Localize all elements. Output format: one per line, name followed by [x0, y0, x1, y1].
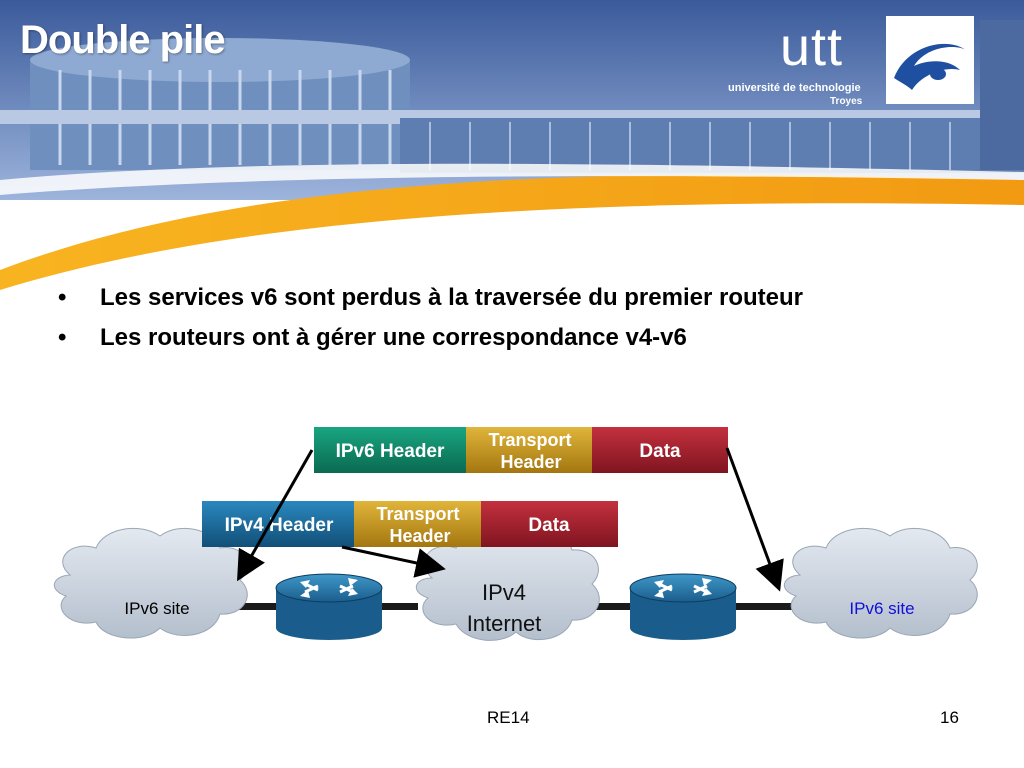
ipv4-internet-cloud: IPv4 Internet [416, 528, 600, 641]
ipv4-header-label: IPv4 Header [225, 515, 334, 536]
right-ipv6-site-cloud: IPv6 site [784, 527, 978, 639]
dual-stack-diagram: IPv6 site IPv4 Internet IPv6 site [0, 410, 1024, 690]
ipv6-data-block [592, 427, 728, 473]
ipv4-transport-label-2: Header [389, 526, 450, 546]
banner-photo [0, 0, 1024, 290]
bullet-dot-icon: • [58, 284, 67, 311]
ipv6-transport-block [466, 427, 592, 473]
logo-city: Troyes [830, 96, 863, 107]
arrow-ipv6-to-right-site [725, 447, 784, 592]
ipv6-data-label: Data [639, 441, 681, 462]
router-left-icon [275, 573, 383, 640]
ipv4-transport-block [354, 501, 481, 547]
ipv4-data-label: Data [528, 515, 570, 536]
ipv6-packet: IPv6 Header Transport Header Data [314, 427, 728, 473]
slide-number: 16 [940, 708, 959, 727]
header-banner [0, 0, 1024, 290]
utt-logo: utt université de technologie Troyes [726, 14, 976, 108]
ipv4-packet: IPv4 Header Transport Header Data [202, 501, 618, 547]
bullet-text: Les services v6 sont perdus à la travers… [100, 284, 803, 311]
diagram-canvas: IPv6 site IPv4 Internet IPv6 site [54, 427, 978, 641]
footer-course-code: RE14 [487, 708, 530, 727]
bullet-item: • Les routeurs ont à gérer une correspon… [56, 318, 803, 358]
bullet-item: • Les services v6 sont perdus à la trave… [56, 278, 803, 318]
bullet-text: Les routeurs ont à gérer une corresponda… [100, 324, 687, 351]
flow-arrows [237, 447, 784, 592]
bullet-list: • Les services v6 sont perdus à la trave… [56, 278, 803, 358]
ipv4-transport-label-1: Transport [376, 504, 459, 524]
ipv6-header-label: IPv6 Header [336, 441, 445, 462]
slide-title: Double pile [20, 18, 226, 62]
ipv6-header-block [314, 427, 466, 473]
ipv4-data-block [481, 501, 618, 547]
bullet-dot-icon: • [58, 324, 67, 351]
router-right-icon [629, 573, 737, 640]
center-cloud-line1: IPv4 [482, 580, 526, 605]
arrow-ipv4-to-internet [341, 545, 446, 578]
left-cloud-label: IPv6 site [124, 599, 189, 618]
logo-emblem [886, 16, 974, 104]
right-cloud-label: IPv6 site [849, 599, 914, 618]
logo-subtitle: université de technologie [728, 82, 861, 94]
left-ipv6-site-cloud: IPv6 site [54, 527, 248, 639]
ipv6-transport-label-2: Header [500, 452, 561, 472]
logo-wordmark: utt [780, 17, 844, 77]
swirl-icon [894, 43, 966, 90]
ipv6-transport-label-1: Transport [488, 430, 571, 450]
center-cloud-line2: Internet [467, 611, 542, 636]
arrow-ipv6-to-left-site [237, 449, 314, 582]
